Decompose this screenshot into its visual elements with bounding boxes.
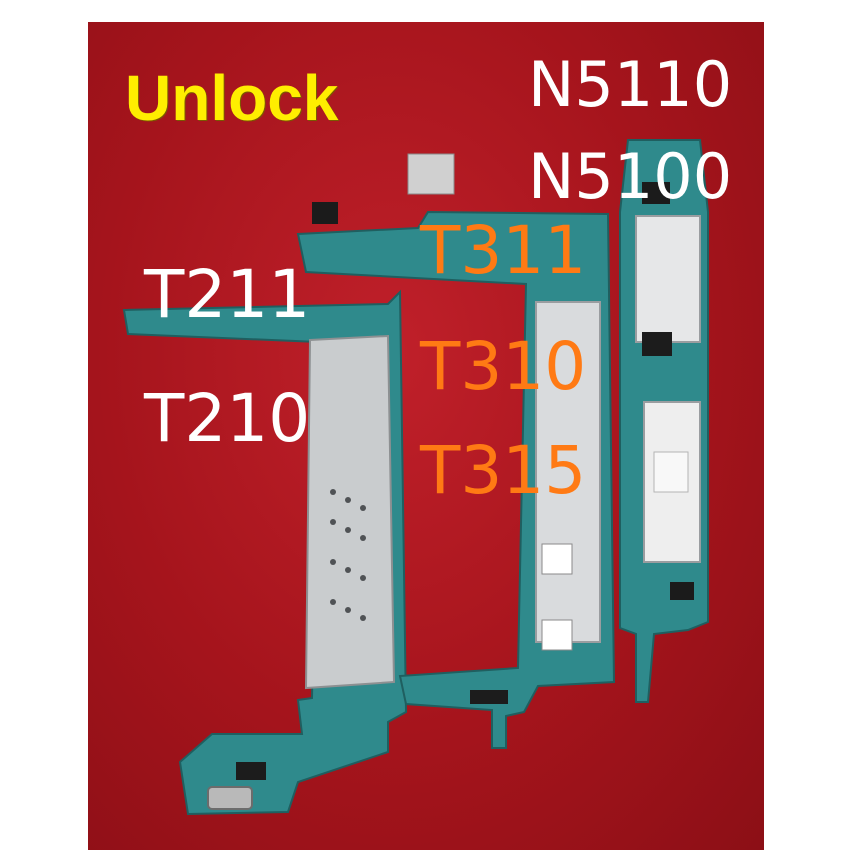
- left-motherboard: [122, 289, 408, 816]
- middle-motherboard: [296, 153, 616, 749]
- model-label-n5100: N5100: [528, 140, 733, 213]
- model-label-t210: T210: [144, 380, 311, 457]
- right-motherboard: [619, 139, 709, 703]
- model-label-t310: T310: [420, 328, 587, 405]
- model-label-n5110: N5110: [528, 48, 733, 121]
- model-label-t211: T211: [144, 256, 311, 333]
- model-label-t311: T311: [420, 212, 587, 289]
- product-photo: [88, 22, 764, 850]
- unlock-label: Unlock: [125, 62, 339, 134]
- model-label-t315: T315: [420, 432, 587, 509]
- motherboards-illustration: [122, 139, 709, 816]
